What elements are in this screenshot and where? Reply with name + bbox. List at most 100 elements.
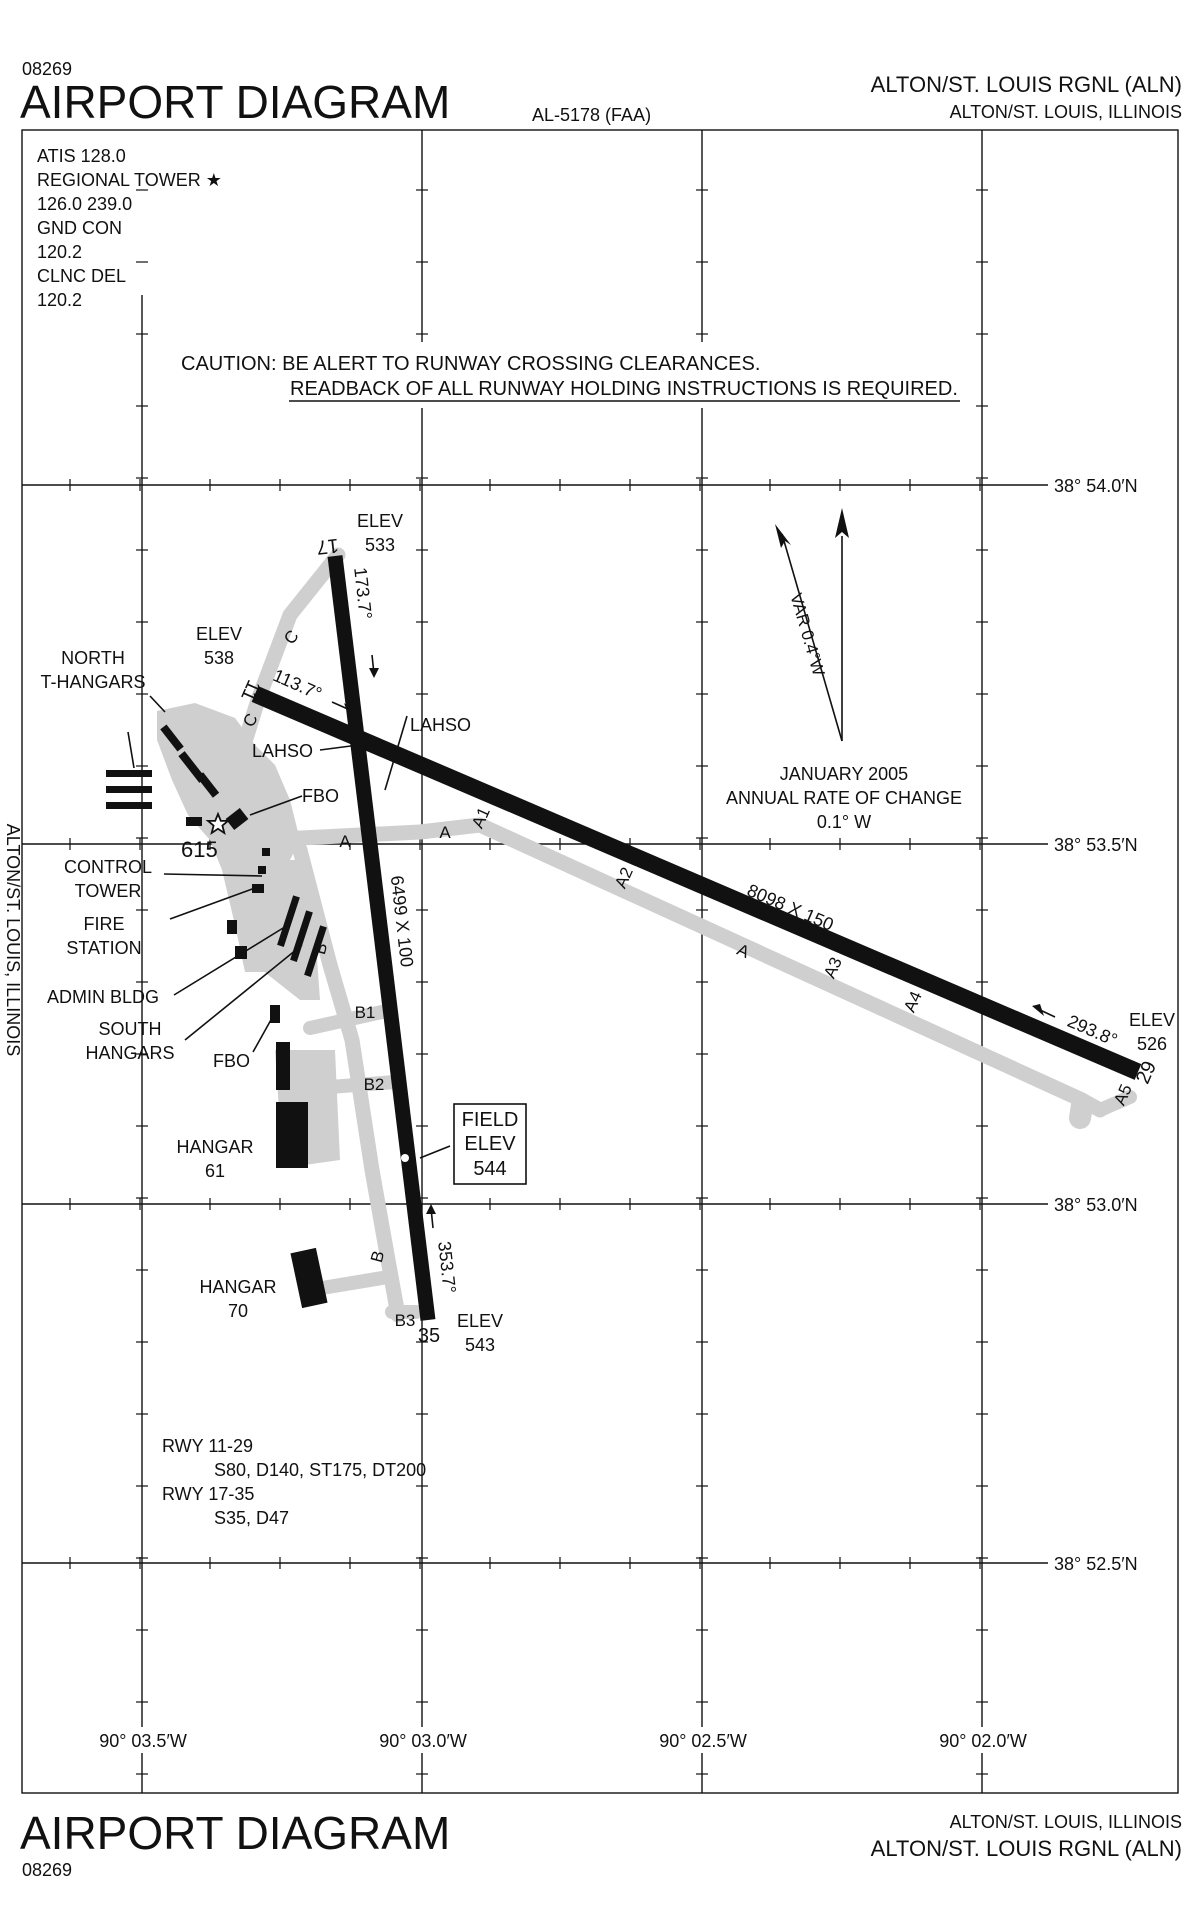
- control-tower-label: CONTROL: [64, 857, 152, 877]
- city-state-bottom: ALTON/ST. LOUIS, ILLINOIS: [950, 1812, 1182, 1832]
- fbo-label-south: FBO: [213, 1051, 250, 1071]
- taxiway-a-label: A: [339, 832, 351, 851]
- diagram-title-top: AIRPORT DIAGRAM: [20, 76, 450, 128]
- freq-line: 126.0 239.0: [37, 194, 132, 214]
- north-t-hangar-row: [106, 770, 152, 777]
- connector-b1: [303, 1005, 389, 1035]
- heading-arrowhead: [1032, 1004, 1044, 1016]
- latitude-label: 38° 52.5′N: [1054, 1554, 1138, 1574]
- fbo-building-north: [225, 807, 249, 831]
- hangar-70-taxilane: [315, 1271, 389, 1295]
- field-elev-label: ELEV: [464, 1133, 516, 1155]
- runway-17-elev-label: ELEV: [357, 511, 403, 531]
- runway-29-hold-pad: [1069, 1094, 1093, 1129]
- connector-a5: [1093, 1090, 1137, 1117]
- south-hangars-label: SOUTH: [99, 1019, 162, 1039]
- north-hangar: [178, 751, 206, 783]
- freq-line: GND CON: [37, 218, 122, 238]
- control-tower-building: [252, 884, 264, 893]
- freq-line: ATIS 128.0: [37, 146, 126, 166]
- runway-strength-block: RWY 11-29 S80, D140, ST175, DT200 RWY 17…: [162, 1436, 426, 1528]
- admin-building: [277, 895, 300, 947]
- runway-35-elev: 543: [465, 1335, 495, 1355]
- magnetic-variation-label: VAR 0.4°W: [786, 591, 828, 678]
- taxiway-labels: C C A A A A1 A2 A3 A4 A5 B B B1 B2 B3: [239, 627, 1136, 1330]
- magvar-rate: 0.1° W: [817, 812, 871, 832]
- taxiway-c: [236, 547, 346, 753]
- control-tower-building: [258, 866, 266, 874]
- longitude-label: 90° 02.0′W: [939, 1731, 1027, 1751]
- longitude-label: 90° 03.0′W: [379, 1731, 467, 1751]
- heading-arrowhead: [344, 703, 356, 714]
- hangar-61: [276, 1102, 308, 1168]
- fbo-building-south: [270, 1005, 280, 1023]
- field-elevation-box: FIELD ELEV 544: [453, 1103, 527, 1185]
- runway-11-29: [251, 686, 1142, 1080]
- hangar-building: [276, 1042, 290, 1090]
- taxiway-b1-label: B1: [355, 1003, 376, 1022]
- hangar-61-label: HANGAR: [176, 1137, 253, 1157]
- lahso-label: LAHSO: [252, 741, 313, 761]
- fire-station-label: STATION: [66, 938, 141, 958]
- hangar-61-label: 61: [205, 1161, 225, 1181]
- longitude-label: 90° 03.5′W: [99, 1731, 187, 1751]
- south-hangars-label: HANGARS: [85, 1043, 174, 1063]
- longitude-labels: 90° 03.5′W 90° 03.0′W 90° 02.5′W 90° 02.…: [84, 1727, 1042, 1753]
- strength-line: S80, D140, ST175, DT200: [214, 1460, 426, 1480]
- taxiway-b-label: B: [310, 941, 331, 957]
- airport-name-bottom: ALTON/ST. LOUIS RGNL (ALN): [871, 1836, 1182, 1861]
- north-t-hangar-row: [106, 802, 152, 809]
- taxiway-b2-label: B2: [364, 1075, 385, 1094]
- airport-name-top: ALTON/ST. LOUIS RGNL (ALN): [871, 72, 1182, 97]
- fbo-label-north: FBO: [302, 786, 339, 806]
- field-elevation-point: [401, 1154, 409, 1162]
- taxiway-b3-label: B3: [395, 1311, 416, 1330]
- south-hangar: [304, 925, 327, 977]
- runway-29-elev-label: ELEV: [1129, 1010, 1175, 1030]
- graticule-ticks: [69, 189, 988, 1775]
- true-north-arrowhead: [835, 508, 849, 538]
- strength-line: RWY 11-29: [162, 1436, 253, 1456]
- north-hangar: [160, 724, 184, 752]
- caution-line-1: CAUTION: BE ALERT TO RUNWAY CROSSING CLE…: [181, 353, 760, 375]
- field-elev-value: 544: [473, 1158, 506, 1180]
- north-t-hangar-row: [106, 786, 152, 793]
- north-hangars-label: T-HANGARS: [40, 672, 145, 692]
- chart-frame: [21, 129, 1179, 1794]
- latitude-labels: 38° 54.0′N 38° 53.5′N 38° 53.0′N 38° 52.…: [1054, 476, 1138, 1574]
- strength-line: RWY 17-35: [162, 1484, 254, 1504]
- caution-line-2: READBACK OF ALL RUNWAY HOLDING INSTRUCTI…: [290, 378, 958, 400]
- admin-bldg-label: ADMIN BLDG: [47, 987, 159, 1007]
- leader-lines: [127, 695, 451, 1159]
- runway-29-elev: 526: [1137, 1034, 1167, 1054]
- runway-11-elev-label: ELEV: [196, 624, 242, 644]
- heading-arrowhead: [426, 1204, 436, 1214]
- magvar-date: JANUARY 2005: [780, 764, 908, 784]
- magnetic-north-arrowhead: [775, 524, 791, 548]
- runway-17-35-dimensions: 6499 X 100: [387, 874, 417, 968]
- runway-11-elev: 538: [204, 648, 234, 668]
- city-state-top: ALTON/ST. LOUIS, ILLINOIS: [950, 102, 1182, 122]
- procedure-number-top: 08269: [22, 59, 72, 79]
- hangar-70-label: HANGAR: [199, 1277, 276, 1297]
- airport-beacon-icon: [205, 811, 231, 836]
- latitude-label: 38° 53.5′N: [1054, 835, 1138, 855]
- latitude-label: 38° 54.0′N: [1054, 476, 1138, 496]
- runway-35-end-label: 35: [418, 1325, 440, 1347]
- taxiway-b: [292, 842, 406, 1323]
- control-tower-building: [262, 848, 270, 856]
- hangar-70-label: 70: [228, 1301, 248, 1321]
- doc-id: AL-5178 (FAA): [532, 105, 651, 125]
- runway-35-heading: 353.7°: [434, 1240, 460, 1294]
- freq-line: 120.2: [37, 242, 82, 262]
- taxiway-a-label: A: [439, 823, 451, 842]
- connector-b2: [323, 1075, 402, 1094]
- north-hangar: [196, 772, 220, 798]
- control-tower-label: TOWER: [75, 881, 142, 901]
- freq-line: 120.2: [37, 290, 82, 310]
- runway-17-end-label: 17: [315, 534, 340, 558]
- strength-line: S35, D47: [214, 1508, 289, 1528]
- frequency-block: ATIS 128.0 REGIONAL TOWER ★ 126.0 239.0 …: [37, 146, 222, 310]
